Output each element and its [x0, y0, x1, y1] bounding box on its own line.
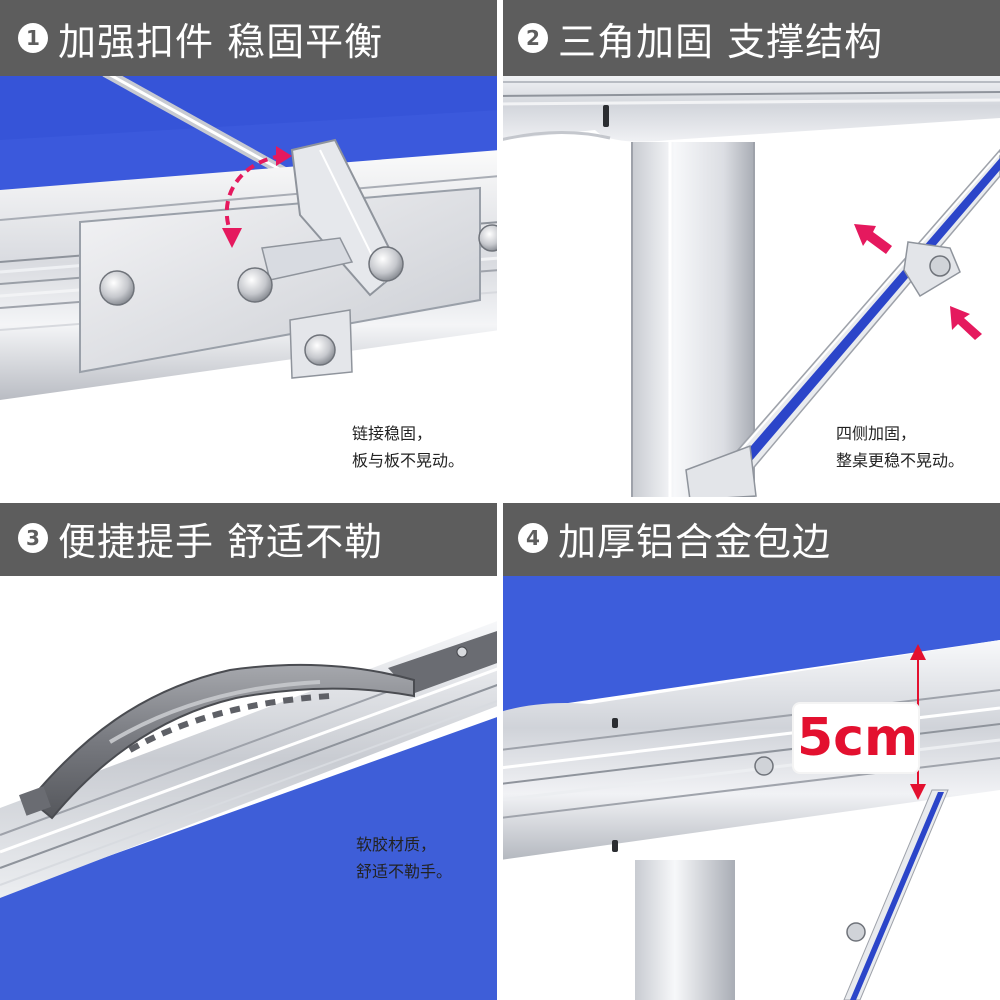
caption-line: 链接稳固，	[352, 424, 433, 443]
panel-divider	[0, 497, 1000, 503]
panel-reinforced-clasp: 1 加强扣件 稳固平衡 链接稳固， 板与板不晃动。	[0, 0, 500, 500]
panel-title: 三角加固 支撑结构	[558, 19, 884, 64]
double-arrow-icon	[910, 644, 926, 800]
rotate-arrow-icon	[222, 146, 292, 248]
pointer-arrow-icon	[854, 224, 982, 340]
step-number-badge: 3	[18, 523, 48, 553]
step-number-badge: 2	[518, 23, 548, 53]
step-number-badge: 4	[518, 523, 548, 553]
step-number-badge: 1	[18, 23, 48, 53]
panel-thick-edge: 4 加厚铝合金包边 5cm	[500, 500, 1000, 1000]
caption-line: 整桌更稳不晃动。	[836, 451, 965, 470]
panel-banner: 1 加强扣件 稳固平衡	[0, 0, 500, 76]
panel-title: 加厚铝合金包边	[558, 519, 832, 564]
panel-banner: 4 加厚铝合金包边	[500, 500, 1000, 576]
caption-line: 板与板不晃动。	[352, 451, 465, 470]
thickness-label: 5cm	[794, 704, 918, 772]
panel-title: 便捷提手 舒适不勒	[58, 519, 384, 564]
panel-caption: 软胶材质， 舒适不勒手。	[356, 831, 452, 885]
panel-caption: 链接稳固， 板与板不晃动。	[352, 420, 464, 474]
caption-line: 舒适不勒手。	[356, 862, 453, 881]
panel-triangle-support: 2 三角加固 支撑结构 四侧加固， 整桌更稳不晃动。	[500, 0, 1000, 500]
panel-banner: 3 便捷提手 舒适不勒	[0, 500, 500, 576]
panel-caption: 四侧加固， 整桌更稳不晃动。	[836, 420, 964, 474]
panel-banner: 2 三角加固 支撑结构	[500, 0, 1000, 76]
panel-handle: 3 便捷提手 舒适不勒 软胶材质， 舒适不勒手。	[0, 500, 500, 1000]
handle-photo	[0, 500, 500, 1000]
panel-title: 加强扣件 稳固平衡	[58, 19, 384, 64]
caption-line: 软胶材质，	[356, 835, 437, 854]
caption-line: 四侧加固，	[836, 424, 917, 443]
clasp-photo	[0, 0, 500, 500]
support-photo	[500, 0, 1000, 500]
